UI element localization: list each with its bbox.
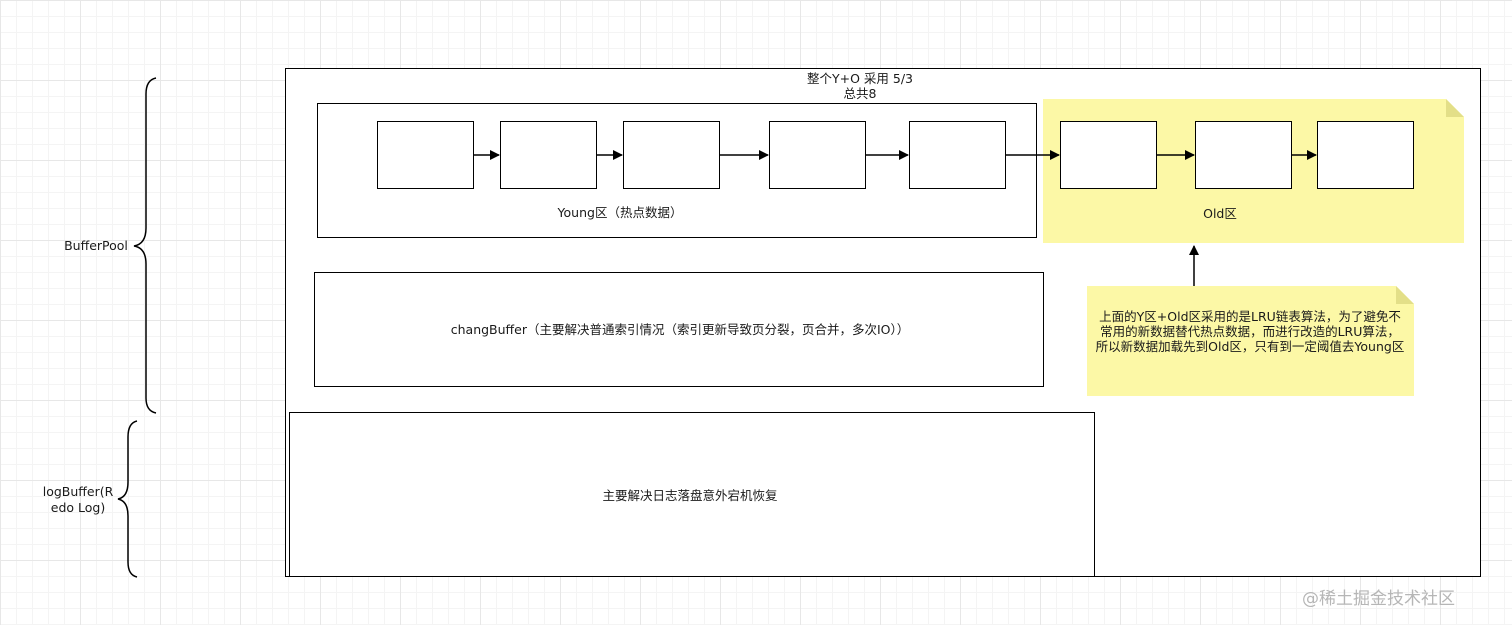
old-zone-label: Old区 (1203, 206, 1237, 221)
watermark: @稀土掘金技术社区 (1302, 589, 1455, 609)
young-page-box (769, 121, 866, 189)
log-buffer-brace (117, 420, 138, 578)
change-buffer-label: changBuffer（主要解决普通索引情况（索引更新导致页分裂，页合并，多次I… (450, 322, 910, 337)
young-page-box (909, 121, 1006, 189)
young-page-box (377, 121, 474, 189)
old-page-box (1317, 121, 1414, 189)
buffer-pool-label: BufferPool (64, 238, 128, 253)
change-buffer-box (314, 272, 1044, 387)
outer-title: 整个Y+O 采用 5/3 总共8 (700, 71, 1020, 101)
old-page-box (1060, 121, 1157, 189)
log-buffer-label: logBuffer(R edo Log) (42, 484, 114, 515)
young-page-box (500, 121, 597, 189)
old-page-box (1195, 121, 1292, 189)
lru-note (1087, 286, 1414, 396)
log-buffer-box-label: 主要解决日志落盘意外宕机恢复 (602, 488, 778, 503)
outer-title-line1: 整个Y+O 采用 5/3 (806, 71, 913, 86)
buffer-pool-brace (133, 77, 157, 414)
young-page-box (623, 121, 720, 189)
outer-title-line2: 总共8 (843, 86, 877, 101)
lru-note-text: 上面的Y区+Old区采用的是LRU链表算法，为了避免不常用的新数据替代热点数据，… (1095, 309, 1405, 354)
young-zone-label: Young区（热点数据） (557, 205, 683, 220)
log-buffer-box (289, 412, 1095, 577)
